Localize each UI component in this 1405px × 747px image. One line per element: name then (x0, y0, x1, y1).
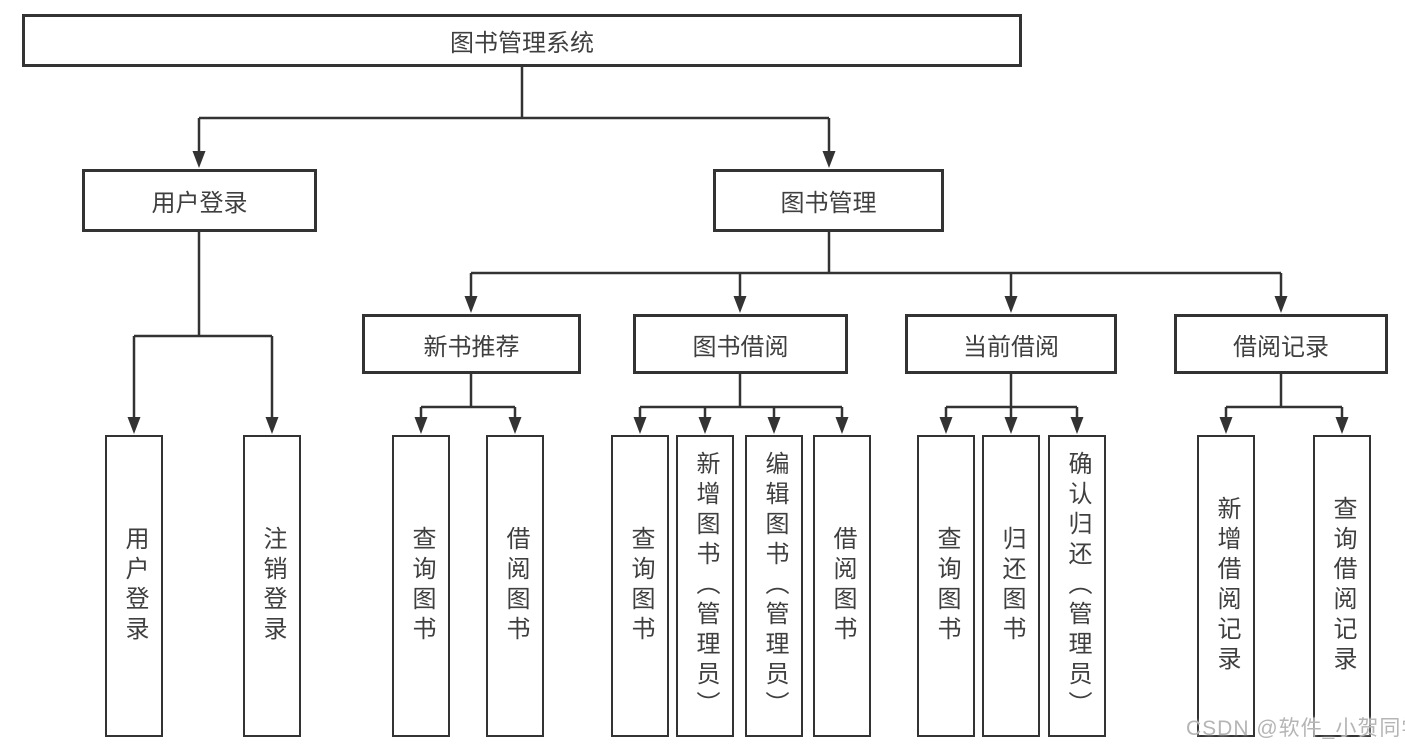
leaf-edit-book-admin: 编辑图书（管理员） (745, 435, 803, 737)
node-borrowing-records-label: 借阅记录 (1233, 333, 1329, 361)
node-book-management-label: 图书管理 (780, 190, 877, 217)
fork-user-login (127, 232, 279, 434)
node-book-borrowing-label: 图书借阅 (692, 333, 789, 361)
fork-new-book-recommendation (414, 374, 522, 434)
leaf-confirm-return-admin: 确认归还（管理员） (1048, 435, 1106, 737)
leaf-borrow-books-borrow: 借阅图书 (813, 435, 871, 737)
fork-borrowing-records (1219, 374, 1349, 434)
node-book-management: 图书管理 (713, 169, 944, 232)
leaf-borrow-books-recommend-label: 借阅图书 (502, 526, 529, 646)
fork-book-management (464, 232, 1288, 313)
node-current-borrowing-label: 当前借阅 (963, 333, 1059, 361)
leaf-add-borrow-record: 新增借阅记录 (1197, 435, 1255, 737)
leaf-query-books-recommend: 查询图书 (392, 435, 450, 737)
node-borrowing-records: 借阅记录 (1174, 314, 1388, 374)
leaf-confirm-return-admin-label: 确认归还（管理员） (1064, 451, 1091, 721)
leaf-query-borrow-record-label: 查询借阅记录 (1329, 496, 1356, 676)
leaf-query-books-recommend-label: 查询图书 (408, 526, 435, 646)
leaf-borrow-books-borrow-label: 借阅图书 (829, 526, 856, 646)
leaf-add-borrow-record-label: 新增借阅记录 (1213, 496, 1240, 676)
fork-root (192, 67, 836, 168)
leaf-add-book-admin-label: 新增图书（管理员） (692, 451, 719, 721)
node-user-login-label: 用户登录 (151, 190, 248, 217)
node-root-label: 图书管理系统 (450, 30, 594, 57)
node-user-login: 用户登录 (82, 169, 317, 232)
leaf-query-books-borrow: 查询图书 (611, 435, 669, 737)
watermark: CSDN @软件_小贺同学 (1186, 717, 1405, 740)
leaf-return-books-label: 归还图书 (998, 526, 1025, 646)
node-current-borrowing: 当前借阅 (905, 314, 1117, 374)
node-root: 图书管理系统 (22, 14, 1022, 67)
leaf-borrow-books-recommend: 借阅图书 (486, 435, 544, 737)
leaf-logout: 注销登录 (243, 435, 301, 737)
leaf-add-book-admin: 新增图书（管理员） (676, 435, 734, 737)
leaf-query-books-borrow-label: 查询图书 (627, 526, 654, 646)
node-book-borrowing: 图书借阅 (633, 314, 848, 374)
leaf-edit-book-admin-label: 编辑图书（管理员） (761, 451, 788, 721)
leaf-return-books: 归还图书 (982, 435, 1040, 737)
fork-current-borrowing (939, 374, 1084, 434)
leaf-query-books-current: 查询图书 (917, 435, 975, 737)
leaf-user-login-label: 用户登录 (121, 526, 148, 646)
node-new-book-recommendation: 新书推荐 (362, 314, 581, 374)
leaf-user-login: 用户登录 (105, 435, 163, 737)
leaf-query-books-current-label: 查询图书 (933, 526, 960, 646)
fork-book-borrowing (633, 374, 849, 434)
node-new-book-recommendation-label: 新书推荐 (423, 333, 520, 361)
leaf-query-borrow-record: 查询借阅记录 (1313, 435, 1371, 737)
leaf-logout-label: 注销登录 (259, 526, 286, 646)
